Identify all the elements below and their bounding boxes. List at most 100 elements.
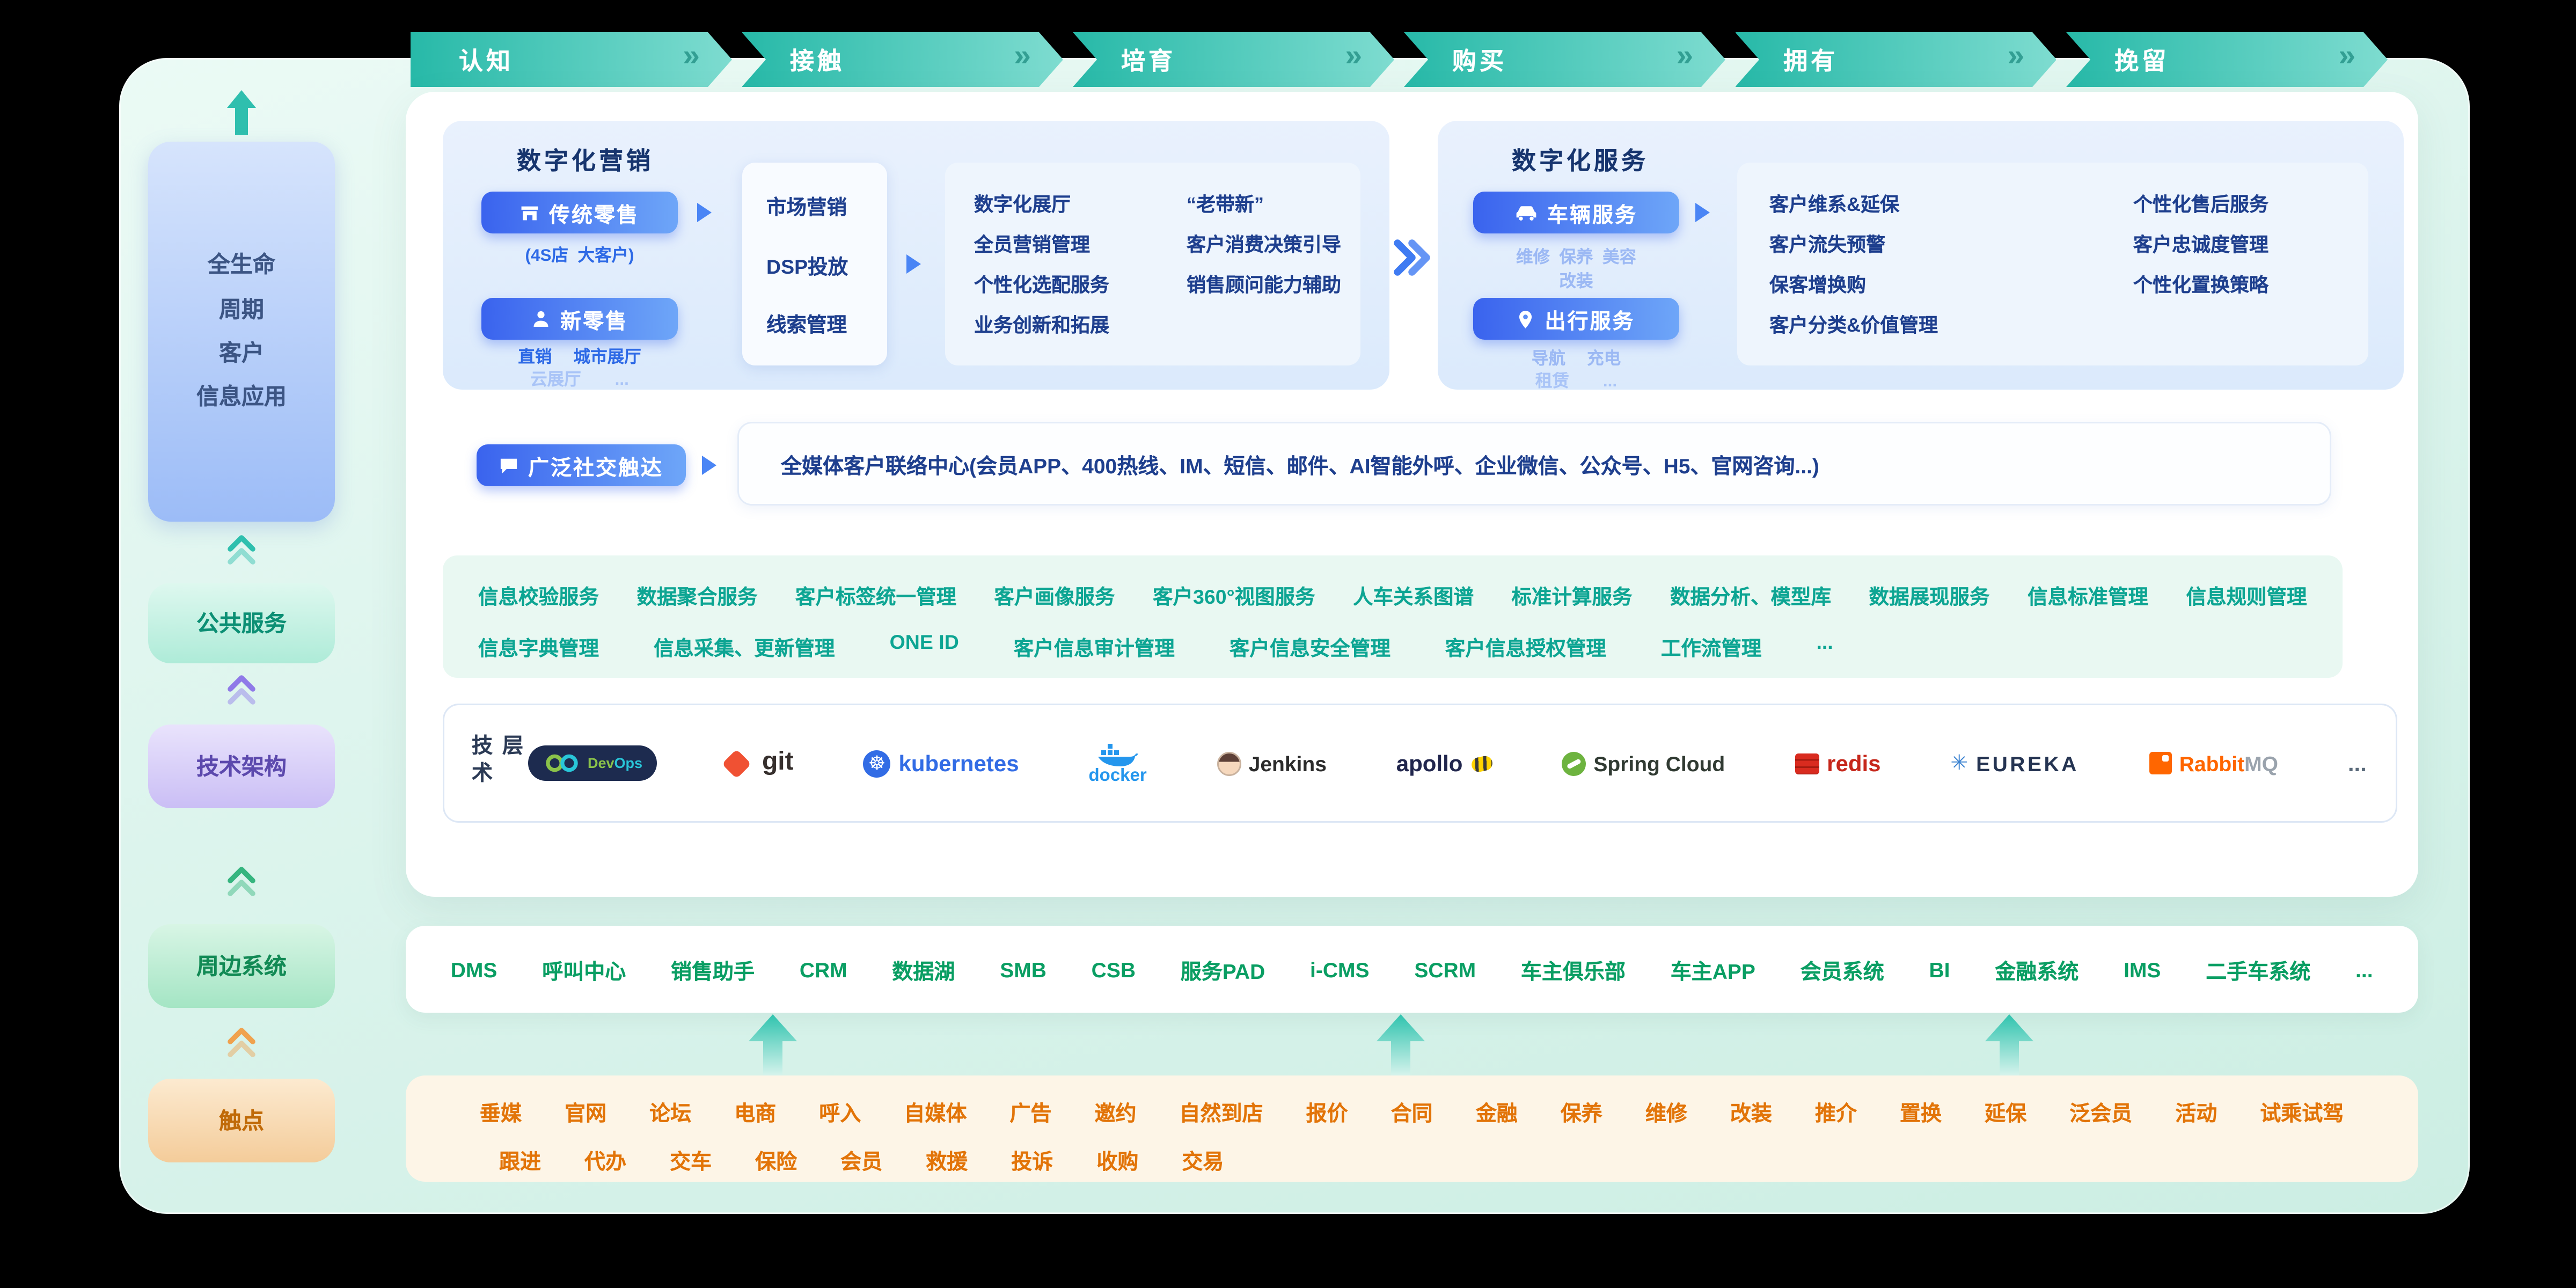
journey-tab-label: 拥有 [1783, 47, 1839, 75]
kubernetes-text: kubernetes [898, 750, 1019, 776]
up-arrow-icon [227, 90, 256, 135]
eureka-logo: ✳ EUREKA [1950, 750, 2079, 776]
journey-tab: 接触 » [742, 32, 1063, 87]
spring-cloud-logo: Spring Cloud [1561, 751, 1725, 775]
journey-tab: 购买 » [1404, 32, 1725, 87]
peripheral-system-item: i-CMS [1310, 957, 1370, 982]
services-capabilities-col1: 客户维系&延保客户流失预警保客增换购客户分类&价值管理 [1769, 184, 1938, 345]
capability-item: 个性化置换策略 [2133, 274, 2269, 296]
eureka-text: EUREKA [1976, 751, 2079, 775]
more-logos-ellipsis: ... [2347, 750, 2367, 776]
journey-tab-label: 挽留 [2114, 47, 2170, 75]
vehicle-services-button: 车辆服务 [1473, 192, 1679, 233]
chevron-right-icon: » [683, 40, 700, 74]
chevron-right-icon: » [2007, 40, 2025, 74]
apollo-logo: apollo [1396, 750, 1493, 776]
touchpoints-row2: 跟进代办交车保险会员救援投诉收购交易 [406, 1127, 2418, 1175]
peripheral-system-item: CRM [799, 957, 847, 982]
journey-tab: 认知 » [411, 32, 732, 87]
capability-item: 客户流失预警 [1769, 233, 1886, 256]
peripheral-system-item: 呼叫中心 [542, 958, 626, 983]
peripheral-system-item: SCRM [1414, 957, 1476, 982]
peripheral-system-item: 金融系统 [1995, 958, 2079, 983]
chevron-up-icon [228, 675, 255, 705]
sidebar-public-services-label: 公共服务 [196, 610, 287, 636]
sidebar-lifecycle-label: 全生命 周期 客户 信息应用 [196, 252, 287, 409]
touchpoint-item: 置换 [1900, 1101, 1942, 1125]
touchpoint-item: 活动 [2175, 1101, 2218, 1125]
public-service-item: 客户信息授权管理 [1445, 638, 1606, 660]
public-service-item: 客户信息安全管理 [1229, 638, 1391, 660]
store-icon [521, 206, 538, 219]
public-services-row1: 信息校验服务数据聚合服务客户标签统一管理客户画像服务客户360°视图服务人车关系… [443, 555, 2343, 610]
capability-item: 销售顾问能力辅助 [1187, 274, 1342, 296]
capability-item: 数字化展厅 [974, 193, 1071, 216]
touchpoint-item: 会员 [840, 1150, 883, 1174]
touchpoint-item: 维修 [1645, 1101, 1687, 1125]
capability-item: 全员营销管理 [974, 233, 1091, 256]
arrow-right-icon [702, 456, 716, 475]
funnel-item: DSP投放 [766, 255, 848, 278]
sidebar-tech-architecture-label: 技术架构 [196, 753, 287, 779]
sidebar-peripheral-systems-label: 周边系统 [196, 953, 287, 979]
apollo-text: apollo [1396, 750, 1463, 776]
devops-logo: DevOps [528, 745, 657, 781]
arrow-right-icon [906, 254, 921, 274]
journey-tab: 培育 » [1073, 32, 1394, 87]
public-service-item: 数据分析、模型库 [1670, 586, 1832, 609]
public-service-item: 信息标准管理 [2028, 586, 2149, 609]
touchpoint-item: 交车 [670, 1150, 712, 1174]
touchpoint-item: 呼入 [819, 1101, 861, 1125]
public-service-item: 标准计算服务 [1511, 586, 1633, 609]
git-icon [722, 748, 752, 778]
contact-center-box: 全媒体客户联络中心(会员APP、400热线、IM、短信、邮件、AI智能外呼、企业… [737, 422, 2331, 506]
public-service-item: 信息校验服务 [478, 586, 599, 609]
touchpoint-item: 试乘试驾 [2260, 1101, 2344, 1125]
touchpoint-item: 报价 [1306, 1101, 1348, 1125]
touchpoint-item: 垂媒 [480, 1101, 522, 1125]
services-capabilities-col2: 个性化售后服务客户忠诚度管理个性化置换策略 [2133, 184, 2268, 304]
capability-item: 客户忠诚度管理 [2133, 233, 2269, 256]
public-service-item: 信息规则管理 [2186, 586, 2307, 609]
double-chevron-right-icon [1394, 239, 1430, 276]
marketing-capabilities-col1: 数字化展厅全员营销管理个性化选配服务业务创新和拓展 [974, 184, 1109, 345]
touchpoint-item: 电商 [734, 1101, 777, 1125]
touchpoint-item: 金融 [1475, 1101, 1518, 1125]
capability-item: 客户消费决策引导 [1187, 233, 1342, 256]
social-reach-label: 广泛社交触达 [528, 455, 663, 479]
chevron-right-icon: » [2338, 40, 2356, 74]
docker-whale-icon [1098, 743, 1139, 766]
traditional-retail-subtext: (4S店 大客户) [525, 246, 634, 266]
capability-item: 客户维系&延保 [1769, 193, 1900, 216]
touchpoints-row1: 垂媒官网论坛电商呼入自媒体广告邀约自然到店报价合同金融保养维修改装推介置换延保泛… [406, 1075, 2418, 1127]
rabbit-text: Rabbit [2179, 751, 2245, 775]
peripheral-system-item: DMS [450, 957, 497, 982]
jenkins-text: Jenkins [1248, 751, 1327, 775]
digital-services-section: 数字化服务 车辆服务 维修 保养 美容 改装 出行服务 导航 充电 租赁 ...… [1438, 121, 2404, 391]
peripheral-system-item: 车主俱乐部 [1520, 958, 1626, 983]
public-services-panel: 信息校验服务数据聚合服务客户标签统一管理客户画像服务客户360°视图服务人车关系… [443, 555, 2343, 678]
devops-ops-text: Ops [614, 755, 643, 771]
peripheral-system-item: 车主APP [1670, 958, 1755, 983]
docker-logo: docker [1089, 742, 1147, 785]
bee-icon [1469, 753, 1493, 773]
sidebar-public-services: 公共服务 [148, 583, 335, 663]
capability-item: 业务创新和拓展 [974, 314, 1110, 336]
traditional-retail-button: 传统零售 [481, 192, 678, 233]
tech-layer-label: 技术层 [469, 734, 523, 789]
capability-item: 保客增换购 [1769, 274, 1867, 296]
jenkins-logo: Jenkins [1216, 751, 1327, 775]
touchpoint-item: 保险 [755, 1150, 797, 1174]
touchpoint-item: 救援 [926, 1150, 968, 1174]
chat-bubble-icon [500, 458, 517, 473]
new-retail-subtext-1: 直销 城市展厅 [518, 348, 641, 367]
public-service-item: 信息采集、更新管理 [654, 638, 835, 660]
main-panel: 数字化营销 传统零售 (4S店 大客户) 新零售 直销 城市展厅 云展厅 ...… [406, 92, 2418, 897]
public-service-item: 客户画像服务 [994, 586, 1115, 609]
traditional-retail-label: 传统零售 [548, 202, 639, 226]
person-icon [533, 311, 548, 327]
touchpoint-item: 自媒体 [904, 1101, 967, 1125]
digital-services-title: 数字化服务 [1512, 148, 1649, 175]
